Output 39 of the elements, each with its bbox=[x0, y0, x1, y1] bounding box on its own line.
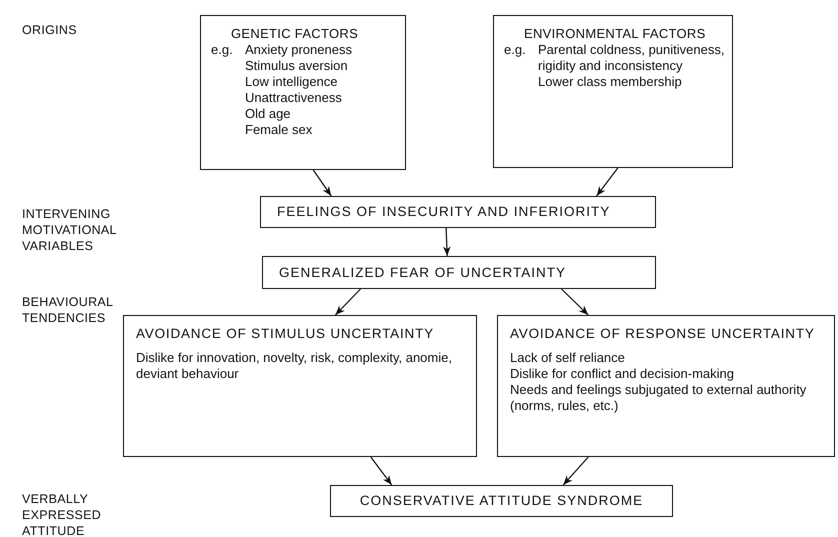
list-item: Low intelligence bbox=[245, 74, 339, 90]
arrow bbox=[370, 456, 392, 486]
arrow bbox=[334, 288, 361, 316]
stage-label: INTERVENING MOTIVATIONAL VARIABLES bbox=[22, 206, 118, 254]
description-text: Lack of self reliance bbox=[510, 350, 626, 366]
list-item: Old age bbox=[245, 106, 292, 122]
tendency-box bbox=[123, 315, 477, 457]
list-item: Unattractiveness bbox=[245, 90, 343, 106]
box-label: CONSERVATIVE ATTITUDE SYNDROME bbox=[360, 493, 644, 509]
example-marker: e.g. bbox=[211, 42, 234, 58]
list-item: Female sex bbox=[245, 122, 314, 138]
box-heading: AVOIDANCE OF RESPONSE UNCERTAINTY bbox=[510, 326, 816, 342]
list-item: Stimulus aversion bbox=[245, 58, 349, 74]
process-box bbox=[260, 196, 656, 228]
arrow bbox=[561, 288, 589, 316]
list-item: Lower class membership bbox=[538, 74, 683, 90]
arrow bbox=[442, 228, 451, 256]
example-marker: e.g. bbox=[504, 42, 527, 59]
stage-label: ORIGINS bbox=[22, 22, 78, 38]
stage-label: VERBALLY EXPRESSED ATTITUDE bbox=[22, 491, 102, 537]
factor-box bbox=[493, 15, 733, 168]
box-label: FEELINGS OF INSECURITY AND INFERIORITY bbox=[277, 204, 610, 220]
box-heading: AVOIDANCE OF STIMULUS UNCERTAINTY bbox=[136, 326, 435, 342]
list-item: Parental coldness, punitiveness, rigidity and inconsistency bbox=[538, 42, 726, 74]
description-text: Dislike for innovation, novelty, risk, complexity, anomie, deviant behaviour bbox=[136, 350, 453, 382]
box-heading: ENVIRONMENTAL FACTORS bbox=[523, 26, 707, 42]
list-item: Anxiety proneness bbox=[245, 42, 353, 58]
box-heading: GENETIC FACTORS bbox=[230, 26, 360, 42]
arrow bbox=[562, 456, 589, 486]
outcome-box bbox=[330, 485, 673, 517]
tendency-box bbox=[497, 315, 835, 457]
arrow bbox=[596, 168, 618, 196]
description-text: Dislike for conflict and decision-making bbox=[510, 366, 735, 382]
arrow bbox=[312, 170, 332, 196]
factor-box bbox=[200, 15, 406, 170]
process-box bbox=[262, 256, 656, 289]
description-text: Needs and feelings subjugated to external authority (norms, rules, etc.) bbox=[510, 382, 808, 414]
box-label: GENERALIZED FEAR OF UNCERTAINTY bbox=[279, 264, 566, 280]
stage-label: BEHAVIOURAL TENDENCIES bbox=[22, 294, 114, 326]
